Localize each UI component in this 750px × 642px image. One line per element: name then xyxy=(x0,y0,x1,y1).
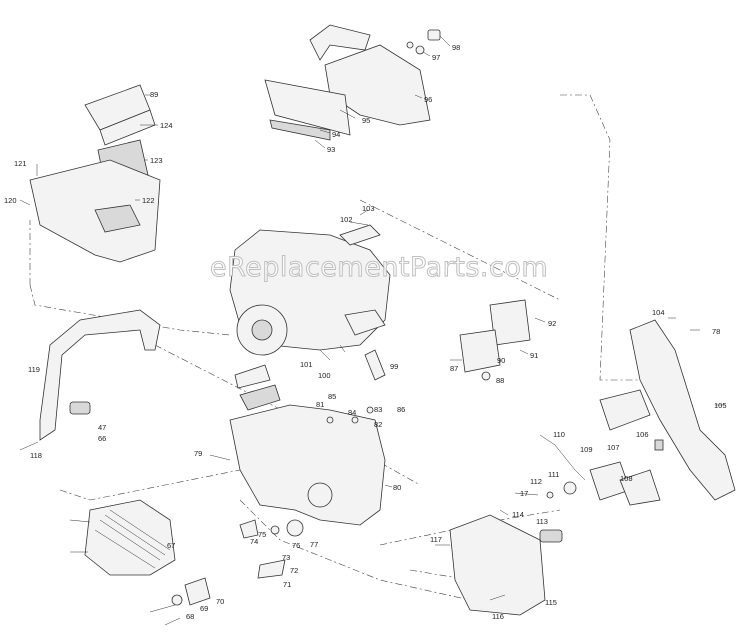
callout-94: 94 xyxy=(332,130,340,139)
callout-104: 104 xyxy=(652,308,665,317)
callout-116: 116 xyxy=(492,612,504,621)
side-cover-assembly xyxy=(264,24,451,149)
callout-111: 111 xyxy=(548,470,559,479)
callout-112: 112 xyxy=(530,477,542,486)
callout-123: 123 xyxy=(150,156,163,165)
callout-89: 89 xyxy=(150,90,158,99)
callout-110: 110 xyxy=(553,430,565,439)
callout-labels: 89 124 123 121 122 120 98 97 96 95 94 93… xyxy=(4,43,727,621)
callout-83: 83 xyxy=(374,405,382,414)
callout-68: 68 xyxy=(186,612,194,621)
callout-67: 67 xyxy=(167,541,175,550)
top-cover-assembly xyxy=(19,84,161,263)
callout-72: 72 xyxy=(290,566,298,575)
filter-plate-assembly xyxy=(450,299,546,381)
callout-105: 105 xyxy=(714,401,727,410)
callout-76: 76 xyxy=(292,541,300,550)
rear-handle xyxy=(599,317,736,501)
starter-cover xyxy=(69,499,176,576)
callout-82: 82 xyxy=(374,420,382,429)
callout-99: 99 xyxy=(390,362,398,371)
callout-96: 96 xyxy=(424,95,432,104)
callout-85: 85 xyxy=(328,392,336,401)
callout-121: 121 xyxy=(14,159,27,168)
callout-69: 69 xyxy=(200,604,208,613)
callout-95: 95 xyxy=(362,116,370,125)
callout-81-top: 81 xyxy=(316,400,324,409)
callout-120: 120 xyxy=(4,196,17,205)
callout-113: 113 xyxy=(536,517,548,526)
callout-92: 92 xyxy=(548,319,556,328)
callout-98: 98 xyxy=(452,43,460,52)
callout-122: 122 xyxy=(142,196,155,205)
callout-47: 47 xyxy=(98,423,106,432)
callout-107: 107 xyxy=(607,443,620,452)
ignition-parts xyxy=(149,519,304,626)
callout-114: 114 xyxy=(512,510,524,519)
callout-80: 80 xyxy=(393,483,401,492)
callout-86: 86 xyxy=(397,405,405,414)
callout-73: 73 xyxy=(282,553,290,562)
callout-119: 119 xyxy=(28,365,40,374)
callout-103: 103 xyxy=(362,204,375,213)
callout-109: 109 xyxy=(580,445,593,454)
front-handle xyxy=(19,309,161,451)
bottom-housing xyxy=(435,509,563,616)
callout-91: 91 xyxy=(530,351,538,360)
callout-74: 74 xyxy=(250,537,258,546)
callout-71: 71 xyxy=(283,580,291,589)
crankcase xyxy=(209,364,393,526)
callout-102: 102 xyxy=(340,215,353,224)
callout-17-mid: 17 xyxy=(520,489,528,498)
callout-108: 108 xyxy=(620,474,633,483)
callout-79-left: 79 xyxy=(194,449,202,458)
assembly-lines xyxy=(29,94,640,601)
callout-101: 101 xyxy=(300,360,313,369)
callout-77: 77 xyxy=(310,540,318,549)
throttle-assembly xyxy=(514,434,664,506)
callout-115: 115 xyxy=(545,598,557,607)
callout-66-mid: 66 xyxy=(98,434,106,443)
callout-97: 97 xyxy=(432,53,440,62)
callout-118: 118 xyxy=(30,451,42,460)
callout-88: 88 xyxy=(496,376,504,385)
callout-75: 75 xyxy=(258,530,266,539)
callout-124: 124 xyxy=(160,121,173,130)
callout-100: 100 xyxy=(318,371,331,380)
callout-90: 90 xyxy=(497,356,505,365)
callout-87: 87 xyxy=(450,364,458,373)
callout-117: 117 xyxy=(430,535,442,544)
callout-93: 93 xyxy=(327,145,335,154)
callout-70: 70 xyxy=(216,597,224,606)
callout-78-top: 78 xyxy=(712,327,720,336)
callout-84: 84 xyxy=(348,408,356,417)
callout-106: 106 xyxy=(636,430,649,439)
engine-assembly xyxy=(229,209,391,381)
